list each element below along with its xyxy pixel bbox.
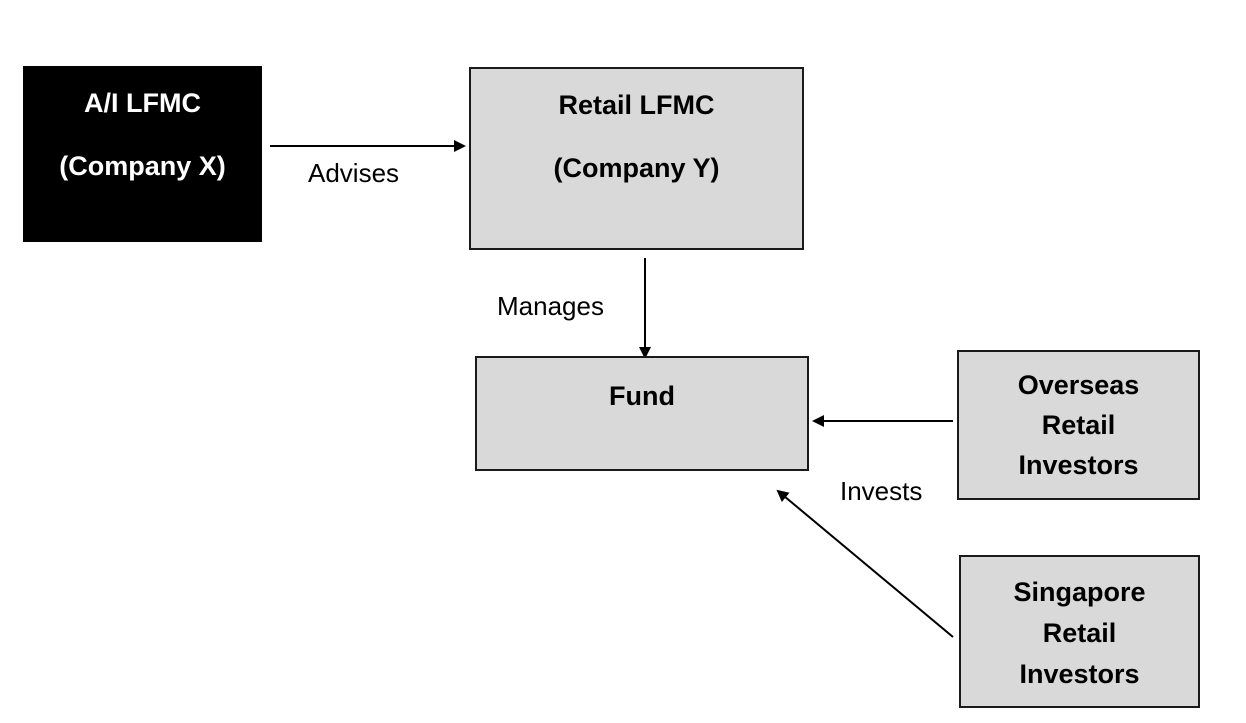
- company-y-title: Retail LFMC: [558, 90, 715, 120]
- advises-label: Advises: [308, 158, 400, 188]
- singapore-investors-box: Singapore Retail Investors: [959, 555, 1200, 708]
- fund-title: Fund: [609, 381, 675, 411]
- manages-label: Manages: [497, 291, 604, 321]
- overseas-investors-box: Overseas Retail Investors: [957, 350, 1200, 500]
- singapore-line-2: Retail: [1042, 618, 1117, 648]
- singapore-line-1: Singapore: [1013, 577, 1146, 607]
- singapore-line-3: Investors: [1019, 659, 1140, 689]
- company-x-title: A/I LFMC: [84, 88, 201, 118]
- company-y-box: Retail LFMC (Company Y): [469, 67, 804, 250]
- company-x-box: A/I LFMC (Company X): [23, 66, 262, 242]
- invests-label: Invests: [840, 476, 923, 506]
- company-x-subtitle: (Company X): [59, 150, 226, 181]
- overseas-line-2: Retail: [1041, 410, 1116, 440]
- company-y-subtitle: (Company Y): [553, 152, 720, 183]
- overseas-line-1: Overseas: [1017, 370, 1140, 400]
- overseas-line-3: Investors: [1018, 450, 1139, 480]
- fund-box: Fund: [475, 356, 809, 471]
- singapore-invests-arrow: [776, 489, 954, 638]
